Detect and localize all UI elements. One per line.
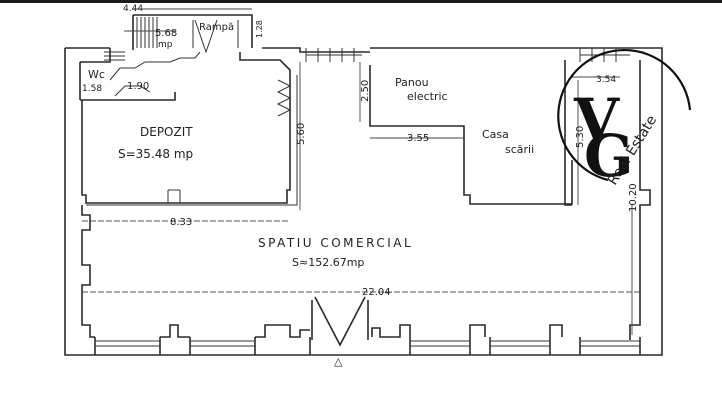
dim-wc-width: 1.58 [82,84,102,94]
label-wc: Wc [88,68,105,81]
dim-hall-width: 1.90 [127,81,149,92]
entrance-door[interactable] [311,296,369,347]
facade-windows [94,324,641,355]
dim-stair-width: 3.54 [596,75,616,85]
logo-letter-v: V [573,86,620,154]
dim-panou-height: 2.50 [360,80,371,102]
logo-ring-icon [557,49,692,182]
logo-letter-g: G [584,122,634,190]
room-casa-scarii-line1: Casa [482,128,509,141]
dim-right-height: 10.20 [628,183,639,212]
room-area-spatiu-comercial: S≈152.67mp [292,256,364,269]
room-panou-electric-line2: electric [407,90,448,103]
right-stair-core [564,48,651,340]
dimension-lines [82,220,640,293]
room-name-spatiu-comercial: SPATIU COMERCIAL [258,236,413,250]
room-area-depozit: S=35.48 mp [118,147,193,161]
dim-top-width: 4.44 [123,4,143,14]
entry-stairs-ramp [124,8,253,54]
panou-electric-casa-scarii [299,48,573,210]
entrance-marker: △ [334,355,343,368]
room-name-depozit: DEPOZIT [140,125,193,139]
room-panou-electric-line1: Panou [395,76,429,89]
dim-depozit-height: 5.60 [296,123,307,145]
dim-total-width: 22.04 [362,287,391,298]
dim-stair-area-unit: mp [158,40,173,50]
room-casa-scarii-line2: scării [505,143,534,156]
dim-ramp-height: 1.28 [255,20,264,38]
top-border-bar [0,0,722,3]
depozit-room [81,52,298,206]
left-pilasters [81,205,95,338]
label-rampa: Rampă [199,22,234,33]
outer-walls [64,47,663,356]
dim-stair-area: 5.68 [155,28,177,39]
wc-hallway [79,48,201,101]
dim-panou-width: 3.55 [407,133,429,144]
dim-stair-height: 5.30 [575,126,586,148]
dim-depozit-width: 8.33 [170,217,192,228]
